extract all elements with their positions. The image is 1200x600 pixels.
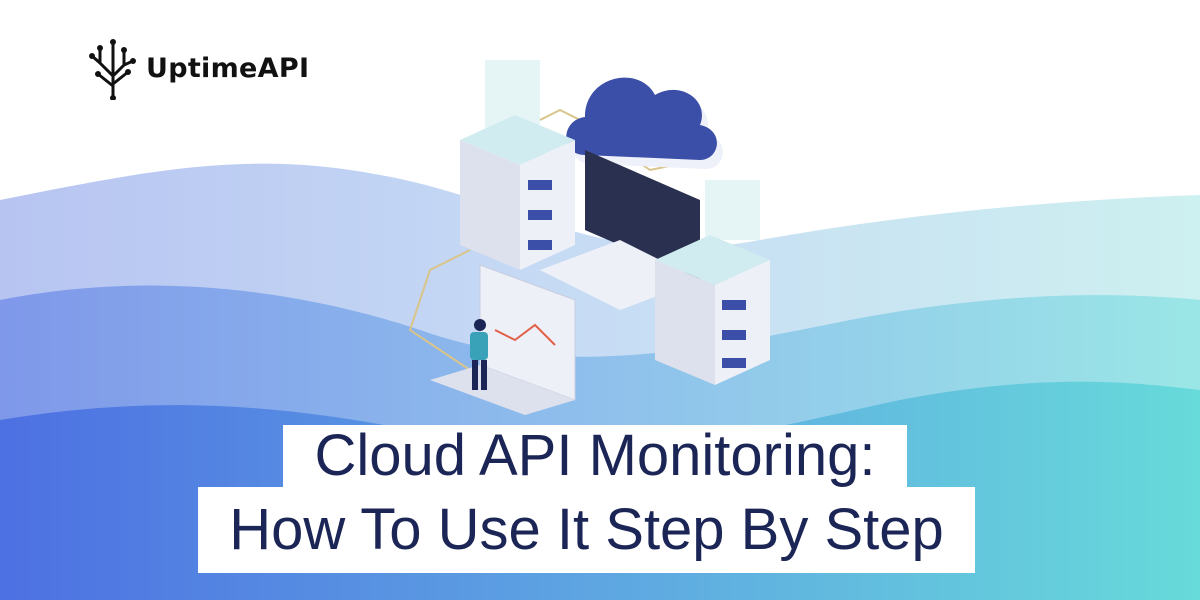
cloud-icon — [566, 77, 723, 169]
headline-line-2: How To Use It Step By Step — [198, 487, 975, 573]
headline-line-1: Cloud API Monitoring: — [283, 425, 907, 487]
server-right-icon — [655, 235, 770, 385]
server-left-icon — [460, 115, 575, 270]
laptop-icon — [430, 264, 576, 415]
person-icon — [470, 319, 488, 390]
brand-name: UptimeAPI — [146, 52, 310, 84]
brand-logo[interactable]: UptimeAPI — [88, 36, 309, 100]
circuit-tree-icon — [89, 39, 136, 100]
